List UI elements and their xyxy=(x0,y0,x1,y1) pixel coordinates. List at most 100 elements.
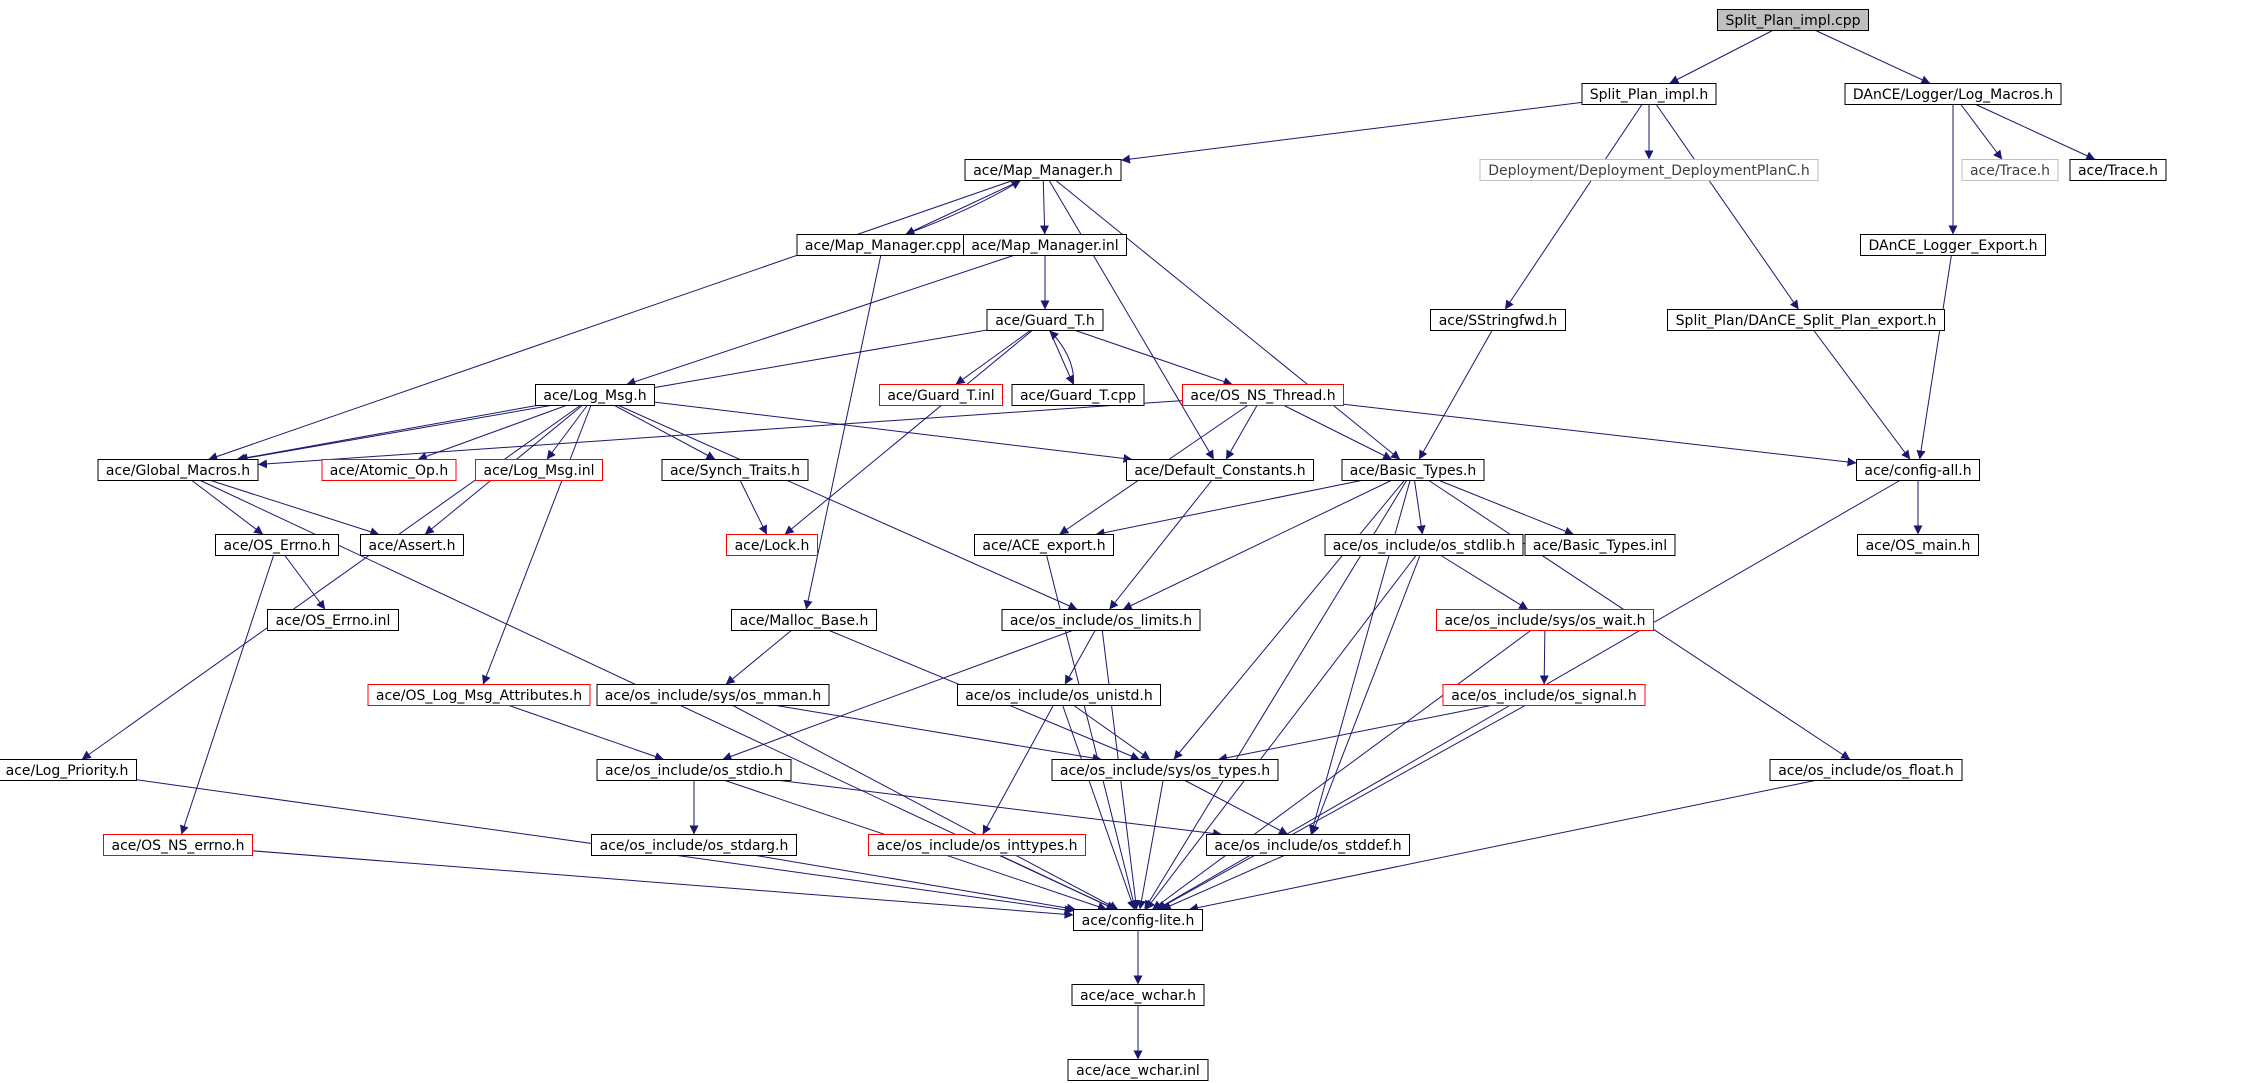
node-os-stdarg[interactable]: ace/os_include/os_stdarg.h xyxy=(591,834,797,856)
edge-os_wait-to-os_signal xyxy=(1539,630,1549,685)
node-label: ace/Guard_T.h xyxy=(995,313,1095,329)
node-os-float[interactable]: ace/os_include/os_float.h xyxy=(1769,759,1963,781)
node-map-manager-h[interactable]: ace/Map_Manager.h xyxy=(964,159,1122,181)
node-guard-t-h[interactable]: ace/Guard_T.h xyxy=(986,309,1104,331)
node-os-stdio[interactable]: ace/os_include/os_stdio.h xyxy=(596,759,792,781)
node-deployment-planc[interactable]: Deployment/Deployment_DeploymentPlanC.h xyxy=(1479,159,1819,181)
node-label: ace/OS_main.h xyxy=(1866,538,1971,554)
node-box xyxy=(1011,384,1145,406)
node-os-ns-errno[interactable]: ace/OS_NS_errno.h xyxy=(103,834,253,856)
node-config-lite[interactable]: ace/config-lite.h xyxy=(1073,909,1203,931)
node-os-errno-inl[interactable]: ace/OS_Errno.inl xyxy=(267,609,399,631)
node-os-signal[interactable]: ace/os_include/os_signal.h xyxy=(1442,684,1646,706)
node-split-plan-export[interactable]: Split_Plan/DAnCE_Split_Plan_export.h xyxy=(1667,309,1945,331)
node-os-wait[interactable]: ace/os_include/sys/os_wait.h xyxy=(1436,609,1654,631)
node-os-stdlib[interactable]: ace/os_include/os_stdlib.h xyxy=(1324,534,1524,556)
edge-os_types-to-config_lite xyxy=(1137,780,1164,910)
node-sstringfwd[interactable]: ace/SStringfwd.h xyxy=(1430,309,1566,331)
node-guard-t-inl[interactable]: ace/Guard_T.inl xyxy=(879,384,1003,406)
node-os-limits[interactable]: ace/os_include/os_limits.h xyxy=(1001,609,1201,631)
node-default-constants[interactable]: ace/Default_Constants.h xyxy=(1126,459,1314,481)
node-label: ace/OS_Errno.h xyxy=(224,538,331,554)
node-box xyxy=(1206,834,1410,856)
node-label: Split_Plan/DAnCE_Split_Plan_export.h xyxy=(1676,313,1937,329)
node-box xyxy=(1341,459,1485,481)
node-os-mman[interactable]: ace/os_include/sys/os_mman.h xyxy=(596,684,830,706)
node-label: ace/ace_wchar.inl xyxy=(1076,1063,1200,1079)
node-box xyxy=(974,534,1114,556)
edge-global_macros-to-assert_h xyxy=(210,480,380,537)
edge-default_constants-to-os_limits xyxy=(1108,480,1213,610)
node-os-ns-thread[interactable]: ace/OS_NS_Thread.h xyxy=(1182,384,1344,406)
node-label: ace/ACE_export.h xyxy=(982,538,1105,554)
node-global-macros[interactable]: ace/Global_Macros.h xyxy=(97,459,259,481)
node-os-errno-h[interactable]: ace/OS_Errno.h xyxy=(215,534,339,556)
node-malloc-base[interactable]: ace/Malloc_Base.h xyxy=(731,609,877,631)
node-config-all[interactable]: ace/config-all.h xyxy=(1856,459,1980,481)
edge-os_stdio-to-os_stddef xyxy=(779,780,1223,838)
edge-os_stdlib-to-config_lite xyxy=(1145,555,1417,910)
node-box xyxy=(360,534,464,556)
edge-os_stdarg-to-config_lite xyxy=(756,855,1076,913)
node-box xyxy=(868,834,1086,856)
node-box xyxy=(1436,609,1654,631)
node-trace-h[interactable]: ace/Trace.h xyxy=(2069,159,2167,181)
node-log-priority[interactable]: ace/Log_Priority.h xyxy=(0,759,137,781)
node-root[interactable]: Split_Plan_impl.cpp xyxy=(1717,9,1869,31)
node-dance-logger-export[interactable]: DAnCE_Logger_Export.h xyxy=(1860,234,2046,256)
node-os-types[interactable]: ace/os_include/sys/os_types.h xyxy=(1051,759,1279,781)
edge-guard_t_h-to-guard_t_cpp xyxy=(1049,330,1074,385)
node-atomic-op[interactable]: ace/Atomic_Op.h xyxy=(321,459,457,481)
node-box xyxy=(535,384,655,406)
edge-log_msg_h-to-global_macros xyxy=(236,405,537,463)
node-split-plan-h[interactable]: Split_Plan_impl.h xyxy=(1581,83,1717,105)
node-box xyxy=(2069,159,2167,181)
node-box xyxy=(596,759,792,781)
node-os-log-msg-attributes[interactable]: ace/OS_Log_Msg_Attributes.h xyxy=(367,684,591,706)
edge-log_macros-to-trace_gray xyxy=(1960,104,2003,160)
node-box xyxy=(267,609,399,631)
node-label: ace/os_include/os_signal.h xyxy=(1451,688,1637,704)
node-log-msg-inl[interactable]: ace/Log_Msg.inl xyxy=(475,459,603,481)
edge-log_msg_h-to-log_priority xyxy=(81,405,581,760)
node-box xyxy=(1051,759,1279,781)
edge-root-to-split_plan_h xyxy=(1669,30,1773,84)
node-map-manager-cpp[interactable]: ace/Map_Manager.cpp xyxy=(796,234,970,256)
node-label: DAnCE_Logger_Export.h xyxy=(1868,238,2037,254)
node-box xyxy=(1581,83,1717,105)
node-box xyxy=(879,384,1003,406)
node-ace-wchar-h[interactable]: ace/ace_wchar.h xyxy=(1071,984,1205,1006)
node-ace-wchar-inl[interactable]: ace/ace_wchar.inl xyxy=(1067,1059,1209,1081)
node-os-main[interactable]: ace/OS_main.h xyxy=(1857,534,1979,556)
node-basic-types-inl[interactable]: ace/Basic_Types.inl xyxy=(1524,534,1676,556)
edge-os_stdlib-to-os_stddef xyxy=(1311,555,1421,835)
node-box xyxy=(986,309,1104,331)
node-basic-types-h[interactable]: ace/Basic_Types.h xyxy=(1341,459,1485,481)
edge-map_manager_h-to-map_manager_inl xyxy=(1039,180,1049,235)
node-log-msg-h[interactable]: ace/Log_Msg.h xyxy=(535,384,655,406)
node-box xyxy=(1860,234,2046,256)
node-box xyxy=(103,834,253,856)
node-log-macros[interactable]: DAnCE/Logger/Log_Macros.h xyxy=(1844,83,2062,105)
node-assert-h[interactable]: ace/Assert.h xyxy=(360,534,464,556)
node-label: ace/Guard_T.cpp xyxy=(1020,388,1136,404)
node-map-manager-inl[interactable]: ace/Map_Manager.inl xyxy=(963,234,1127,256)
node-os-unistd[interactable]: ace/os_include/os_unistd.h xyxy=(957,684,1161,706)
node-lock-h[interactable]: ace/Lock.h xyxy=(726,534,818,556)
edge-guard_t_cpp-to-guard_t_h xyxy=(1049,330,1074,385)
node-trace-gray[interactable]: ace/Trace.h xyxy=(1961,159,2059,181)
node-label: ace/os_include/sys/os_wait.h xyxy=(1444,613,1645,629)
node-os-stddef[interactable]: ace/os_include/os_stddef.h xyxy=(1206,834,1410,856)
node-guard-t-cpp[interactable]: ace/Guard_T.cpp xyxy=(1011,384,1145,406)
edge-log_msg_h-to-os_limits xyxy=(618,405,1078,610)
node-ace-export[interactable]: ace/ACE_export.h xyxy=(974,534,1114,556)
node-synch-traits[interactable]: ace/Synch_Traits.h xyxy=(661,459,809,481)
edge-os_inttypes-to-config_lite xyxy=(999,855,1116,910)
node-box xyxy=(1717,9,1869,31)
edge-os_signal-to-os_types xyxy=(1217,705,1492,763)
node-label: ace/config-all.h xyxy=(1864,463,1971,479)
edge-basic_types_h-to-os_types xyxy=(1173,480,1405,760)
node-label: ace/os_include/os_unistd.h xyxy=(965,688,1152,704)
node-os-inttypes[interactable]: ace/os_include/os_inttypes.h xyxy=(868,834,1086,856)
node-label: DAnCE/Logger/Log_Macros.h xyxy=(1853,87,2053,103)
